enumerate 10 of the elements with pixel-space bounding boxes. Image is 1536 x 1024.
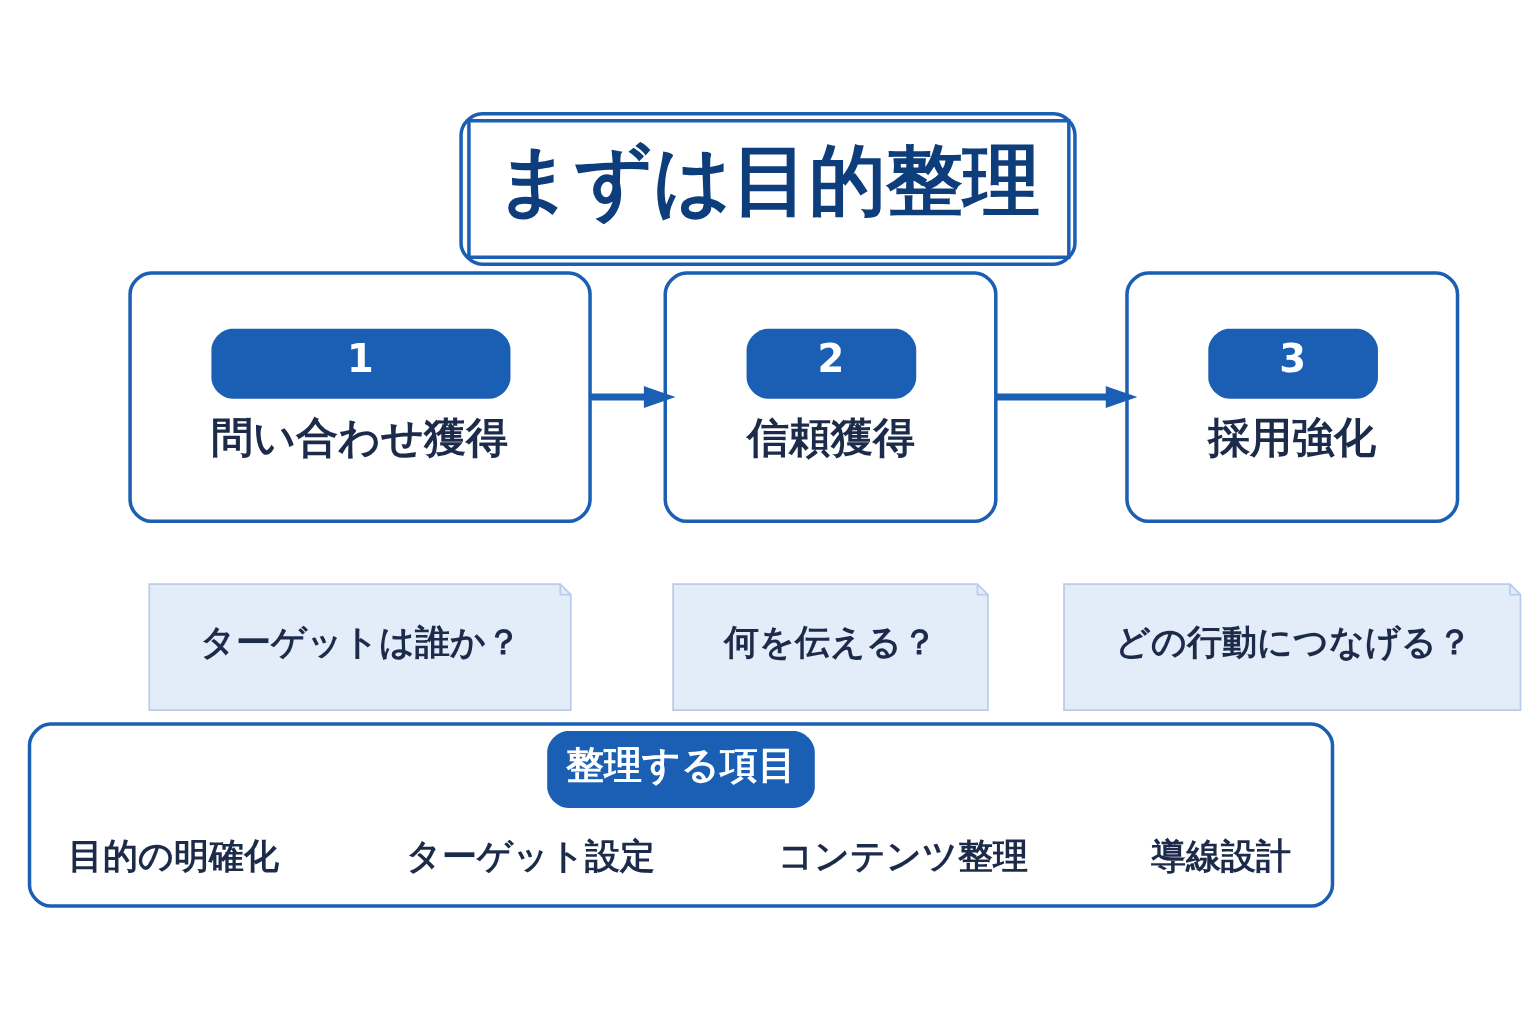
node-box: 2 信頼獲得 bbox=[663, 270, 998, 523]
diagram-title: まずは目的整理 bbox=[495, 135, 1041, 225]
node-box: 1 問い合わせ獲得 bbox=[128, 270, 592, 523]
node-text: 目的の明確化 bbox=[67, 835, 279, 876]
node-text: コンテンツ整理 bbox=[778, 835, 1029, 876]
arrow bbox=[590, 385, 676, 408]
node-text: ターゲット設定 bbox=[405, 835, 655, 876]
node-box: 3 採用強化 bbox=[1125, 270, 1460, 523]
arrow bbox=[996, 385, 1138, 408]
node-text: 導線設計 bbox=[1150, 835, 1291, 876]
